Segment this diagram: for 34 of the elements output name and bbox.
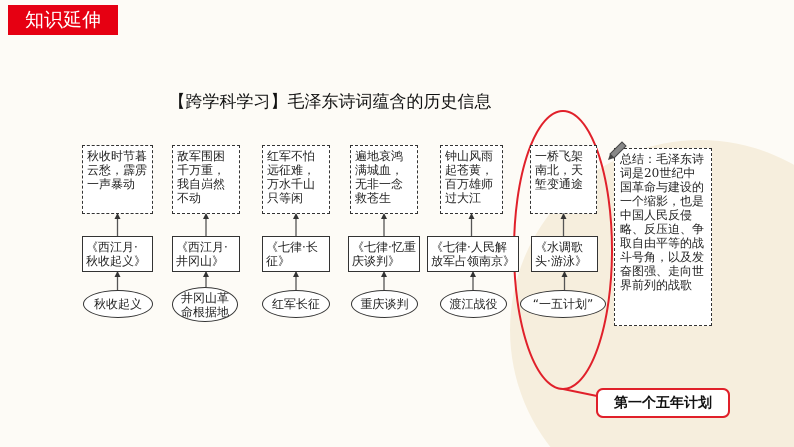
verse-box: 钟山风雨起苍黄，百万雄师过大江 [440, 145, 503, 214]
arrow [560, 213, 566, 236]
summary-box: 总结：毛泽东诗词是20世纪中国革命与建设的一个缩影，也是中国人民反侵略、反压迫、争取自由平等的战斗号角，以及发奋图强、走向世界前列的战歌 [614, 148, 712, 326]
arrow [470, 271, 476, 290]
section-tag: 知识延伸 [8, 5, 118, 35]
arrow [114, 271, 120, 290]
arrow [562, 271, 568, 290]
verse-box: 遍地哀鸿满城血，无非一念救苍生 [350, 145, 418, 214]
verse-box: 红军不怕远征难，万水千山只等闲 [262, 145, 330, 214]
poem-title-box: 《西江月·秋收起义》 [82, 236, 153, 272]
arrow [381, 271, 387, 290]
poem-title-box: 《水调歌头·游泳》 [531, 236, 598, 272]
arrow [203, 271, 209, 287]
event-ellipse: 秋收起义 [83, 290, 153, 318]
verse-box: 一桥飞架南北，天堑变通途 [530, 145, 597, 214]
title: 【跨学科学习】毛泽东诗词蕴含的历史信息 [168, 91, 492, 113]
arrow [468, 213, 474, 236]
arrow [114, 213, 120, 236]
event-ellipse: 重庆谈判 [351, 290, 418, 318]
poem-title-box: 《七律·长征》 [262, 236, 330, 272]
arrow [293, 271, 299, 290]
verse-box: 敌军围困千万重，我自岿然不动 [172, 145, 240, 214]
poem-title-box: 《七律·人民解放军占领南京》 [427, 236, 519, 272]
event-ellipse: 渡江战役 [440, 290, 507, 318]
highlight-ellipse [513, 110, 613, 390]
event-ellipse: 红军长征 [262, 290, 330, 318]
event-ellipse: 井冈山革命根据地 [172, 287, 238, 322]
arrow [203, 213, 209, 236]
callout-box: 第一个五年计划 [596, 388, 730, 418]
poem-title-box: 《七律·忆重庆谈判》 [348, 236, 420, 272]
arrow [381, 213, 387, 236]
poem-title-box: 《西江月·井冈山》 [172, 236, 240, 272]
verse-box: 秋收时节暮云愁，霹雳一声暴动 [82, 145, 153, 214]
arrow [293, 213, 299, 236]
